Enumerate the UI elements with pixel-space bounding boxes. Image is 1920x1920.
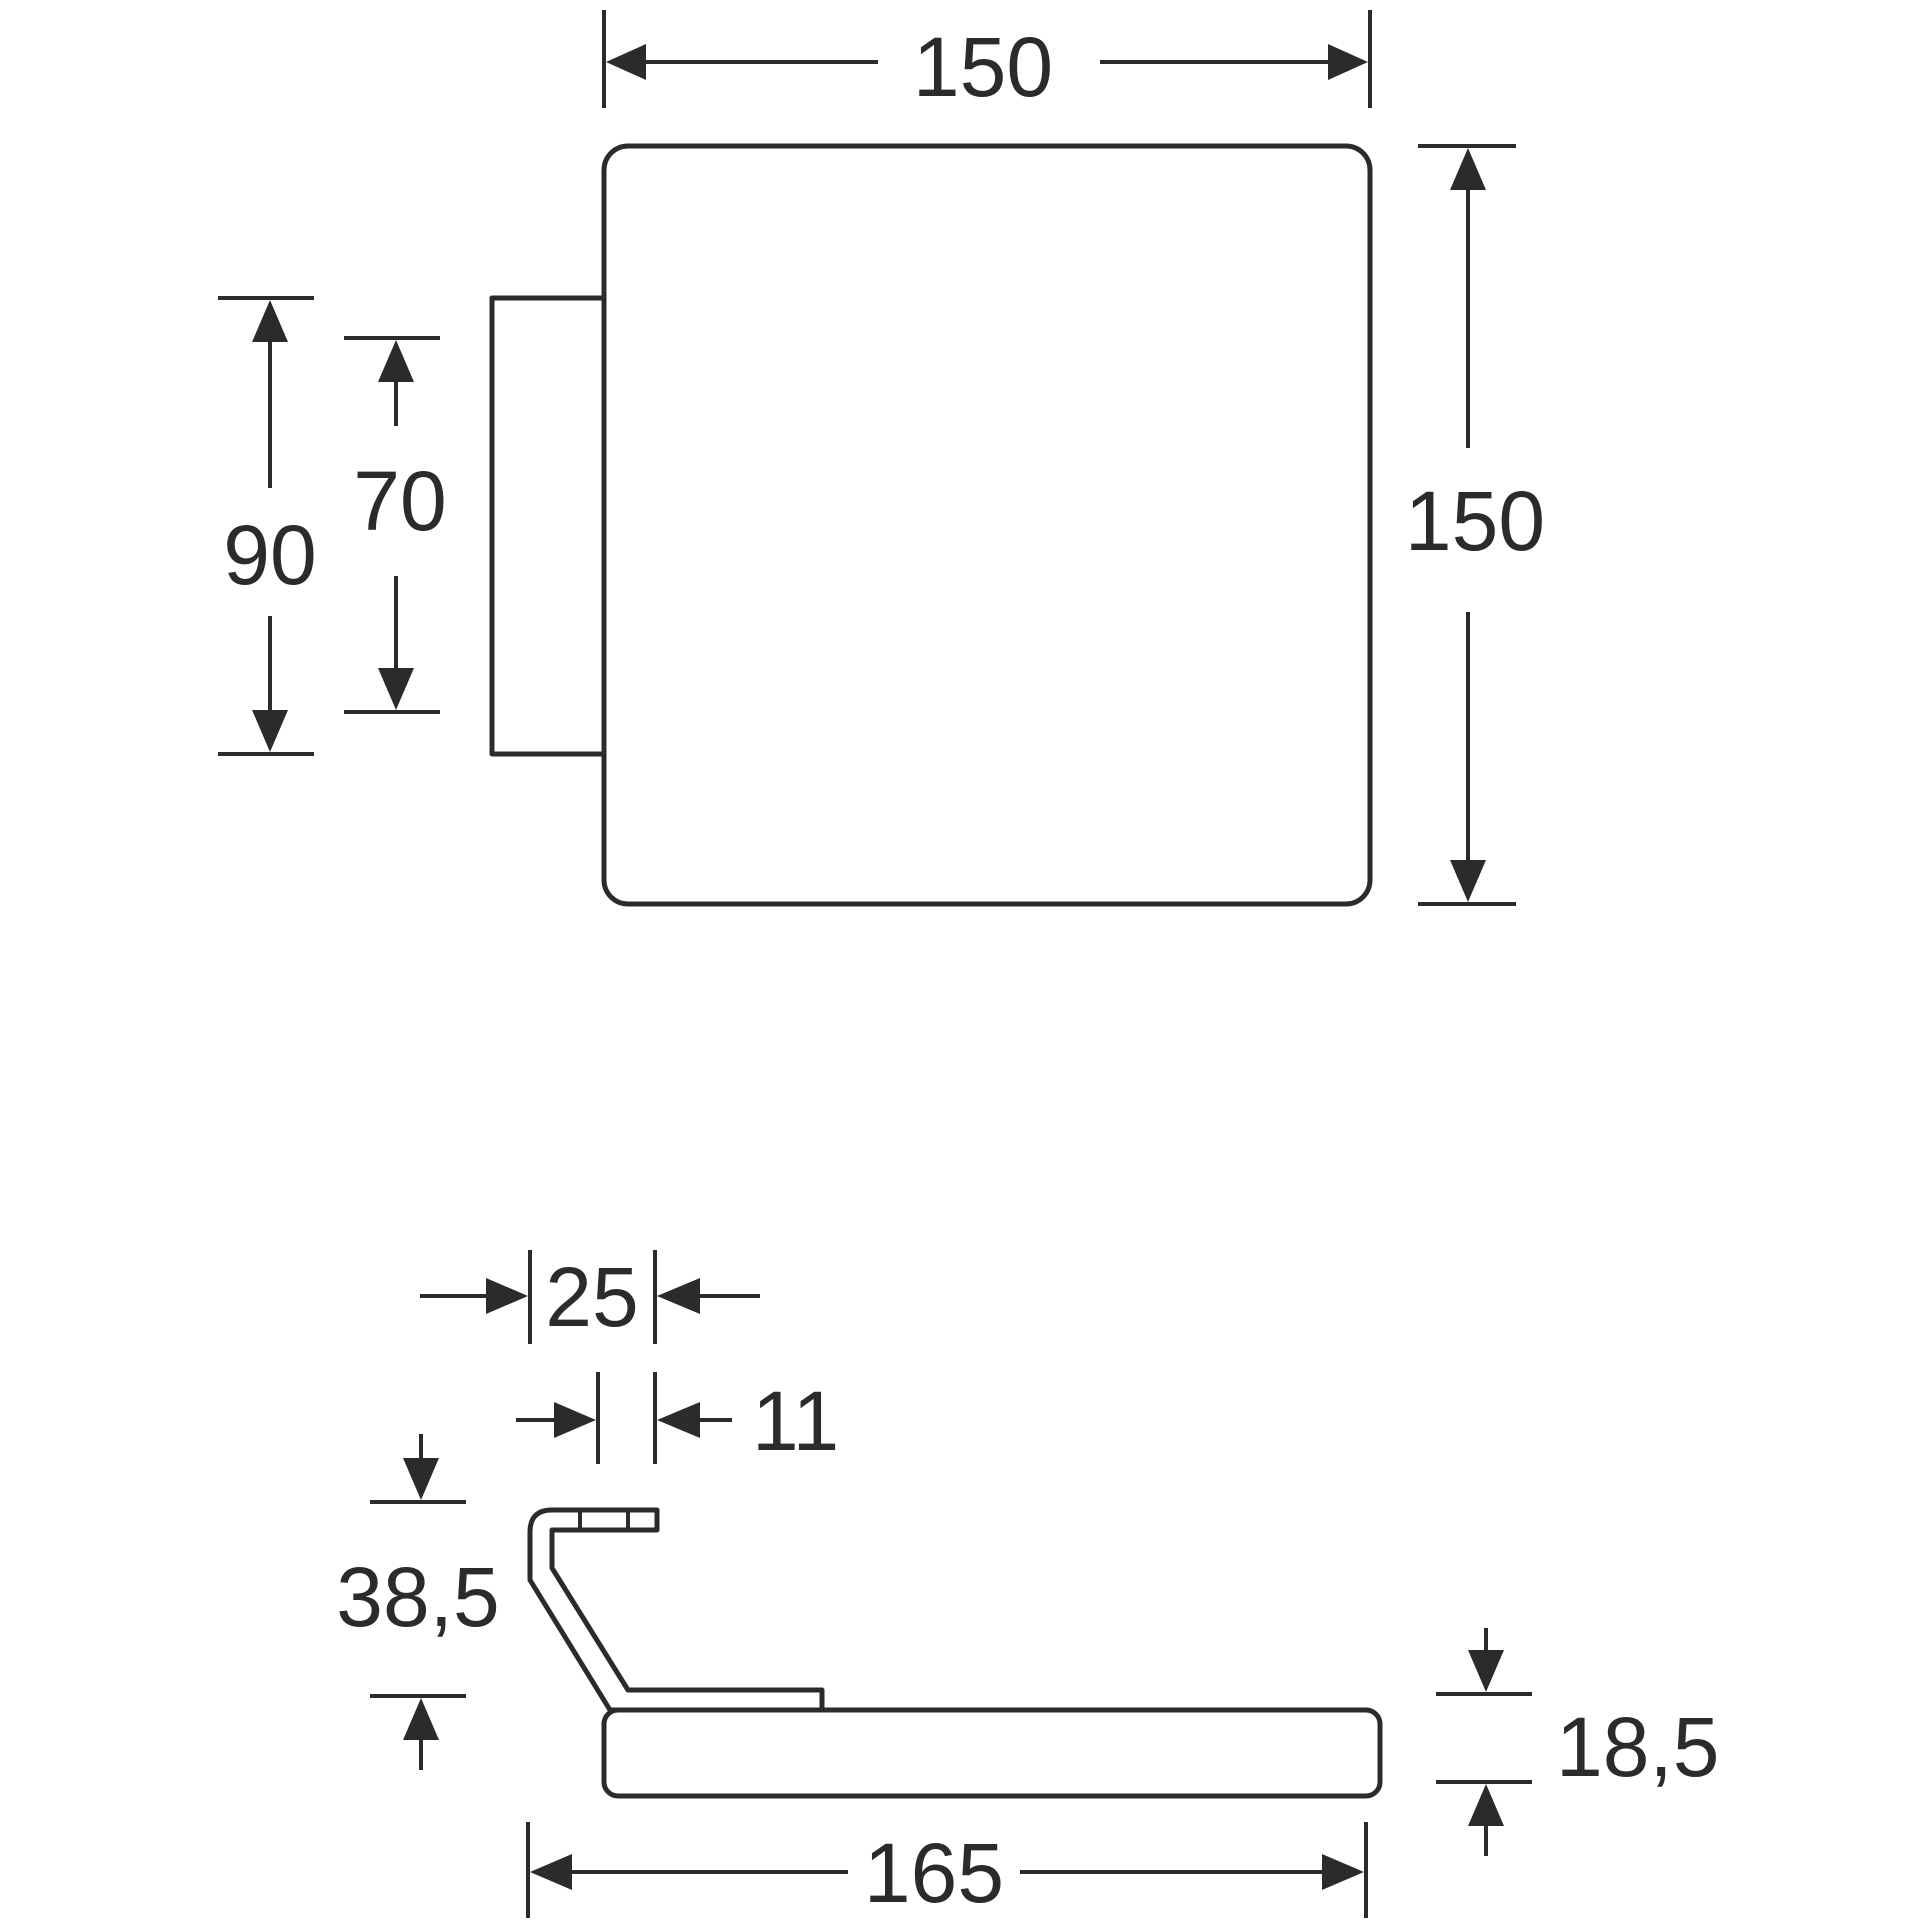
dim-25: 25 (420, 1250, 760, 1344)
dim-label-outer-90: 90 (223, 508, 316, 602)
handle-base-block (489, 295, 607, 757)
dim-inner-70: 70 (344, 336, 447, 714)
lever-neck (527, 1507, 825, 1713)
dim-385: 38,5 (336, 1434, 500, 1770)
dim-label-inner-70: 70 (353, 454, 446, 548)
dim-label-top-height: 150 (1405, 474, 1545, 568)
dim-label-165: 165 (864, 1826, 1004, 1920)
dim-185: 18,5 (1436, 1628, 1720, 1856)
dim-top-width: 150 (602, 10, 1372, 114)
dim-label-185: 18,5 (1556, 1700, 1720, 1794)
dim-top-height: 150 (1405, 144, 1545, 906)
dim-label-top-width: 150 (913, 20, 1053, 114)
dim-outer-90: 90 (218, 296, 317, 756)
side-view: 25 11 38,5 (336, 1250, 1720, 1920)
lever-bar (601, 1707, 1383, 1799)
dim-165: 165 (526, 1822, 1368, 1920)
dim-label-25: 25 (545, 1250, 638, 1344)
dim-label-11: 11 (752, 1374, 839, 1468)
dim-11: 11 (516, 1372, 839, 1468)
top-view: 150 150 90 (218, 10, 1545, 907)
plate-outline (601, 143, 1373, 907)
dim-label-385: 38,5 (336, 1550, 500, 1644)
